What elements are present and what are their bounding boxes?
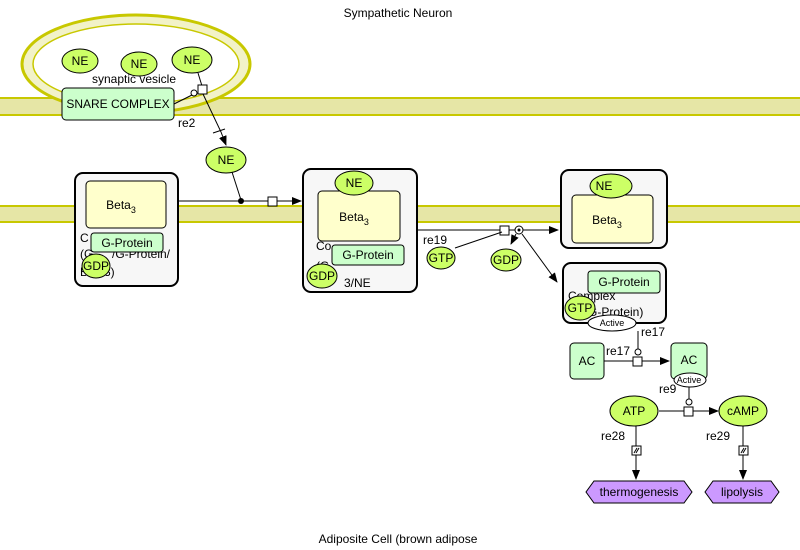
svg-text:thermogenesis: thermogenesis xyxy=(600,485,679,499)
re19-label: re19 xyxy=(423,233,447,247)
ne-cleft[interactable]: NE xyxy=(205,146,247,174)
ne-bound-1[interactable]: NE xyxy=(334,170,374,196)
reaction-re29[interactable]: re29 xyxy=(706,426,749,480)
reaction-re17[interactable]: re17 re17 xyxy=(604,325,670,367)
gtp-free[interactable]: GTP xyxy=(426,246,456,270)
re29-label: re29 xyxy=(706,429,730,443)
svg-text:Active: Active xyxy=(600,318,625,328)
gdp-1[interactable]: GDP xyxy=(81,253,111,279)
active-state-1: Active xyxy=(587,314,637,332)
complex-gprotein-gtp[interactable]: Complex (G-Protein) G-Protein GTP Active xyxy=(562,262,667,332)
re17-label: re17 xyxy=(606,344,630,358)
svg-text:Active: Active xyxy=(677,375,702,385)
ne-vesicle-2[interactable]: NE xyxy=(120,51,158,77)
svg-text:NE: NE xyxy=(184,53,201,67)
svg-text:NE: NE xyxy=(72,54,89,68)
re17-label-top: re17 xyxy=(641,325,665,339)
complex-beta3-ne[interactable]: Beta3 NE Co (G 3/NE G-Protein GDP xyxy=(302,168,418,293)
beta3-label-3: Beta3 xyxy=(592,213,622,230)
snare-complex[interactable]: SNARE COMPLEX xyxy=(61,87,175,121)
ac-inactive[interactable]: AC xyxy=(569,342,605,380)
svg-text:cAMP: cAMP xyxy=(727,404,759,418)
svg-text:GDP: GDP xyxy=(309,269,335,283)
gprotein-3[interactable]: G-Protein xyxy=(587,270,661,294)
svg-text:3): 3) xyxy=(104,265,115,279)
thermogenesis-phenotype[interactable]: thermogenesis xyxy=(585,480,693,504)
svg-text:3/NE: 3/NE xyxy=(344,276,371,290)
gprotein-2[interactable]: G-Protein xyxy=(331,244,405,266)
svg-text:NE: NE xyxy=(131,57,148,71)
reaction-re2[interactable]: re2 xyxy=(173,72,227,146)
lipolysis-phenotype[interactable]: lipolysis xyxy=(704,480,780,504)
svg-text:GTP: GTP xyxy=(568,301,593,315)
svg-text:GTP: GTP xyxy=(429,251,454,265)
svg-text:AC: AC xyxy=(579,354,596,368)
reaction-re28[interactable]: re28 xyxy=(601,426,642,480)
svg-text:G-Protein: G-Protein xyxy=(101,236,152,250)
svg-text:NE: NE xyxy=(596,179,613,193)
svg-text:C: C xyxy=(80,231,89,245)
svg-text:AC: AC xyxy=(681,353,698,367)
svg-text:GDP: GDP xyxy=(493,253,519,267)
re9-label: re9 xyxy=(659,382,677,396)
beta3-label: Beta3 xyxy=(106,198,136,215)
camp[interactable]: cAMP xyxy=(718,395,768,427)
svg-text:NE: NE xyxy=(218,153,235,167)
svg-text:lipolysis: lipolysis xyxy=(721,485,763,499)
neuron-compartment-label: Sympathetic Neuron xyxy=(344,6,453,20)
svg-text:Co: Co xyxy=(316,239,332,253)
reaction-ne-binding[interactable] xyxy=(178,171,302,207)
gdp-2[interactable]: GDP xyxy=(306,263,338,289)
ne-vesicle-1[interactable]: NE xyxy=(61,48,99,74)
svg-text:SNARE COMPLEX: SNARE COMPLEX xyxy=(66,97,169,111)
reaction-re19[interactable]: re19 xyxy=(417,225,559,283)
vesicle-label: synaptic vesicle xyxy=(92,72,176,86)
atp[interactable]: ATP xyxy=(609,395,659,427)
ac-active[interactable]: AC Active xyxy=(670,342,708,388)
svg-text:G-Protein: G-Protein xyxy=(598,275,649,289)
svg-text:ATP: ATP xyxy=(623,404,645,418)
re2-label: re2 xyxy=(178,116,196,130)
complex-beta3-gprotein[interactable]: Beta3 C (G /G-Protein/ B 3) G-Protein GD… xyxy=(74,172,179,287)
gprotein-1[interactable]: G-Protein xyxy=(90,232,164,253)
svg-text:G-Protein: G-Protein xyxy=(342,248,393,262)
beta3-label-2: Beta3 xyxy=(339,210,369,227)
svg-text:GDP: GDP xyxy=(83,259,109,273)
gtp-bound[interactable]: GTP xyxy=(564,295,596,321)
ne-bound-2[interactable]: NE xyxy=(589,173,633,199)
adipocyte-compartment-label: Adiposite Cell (brown adipose xyxy=(319,532,478,546)
ne-vesicle-3[interactable]: NE xyxy=(171,46,213,74)
active-state-2: Active xyxy=(673,372,707,388)
reaction-re9[interactable]: re9 xyxy=(659,382,719,417)
gdp-free[interactable]: GDP xyxy=(490,248,522,272)
svg-text:NE: NE xyxy=(346,176,363,190)
svg-text:(G-Protein): (G-Protein) xyxy=(584,305,643,319)
complex-beta3-ne-free[interactable]: Beta3 NE xyxy=(560,169,668,249)
re28-label: re28 xyxy=(601,429,625,443)
